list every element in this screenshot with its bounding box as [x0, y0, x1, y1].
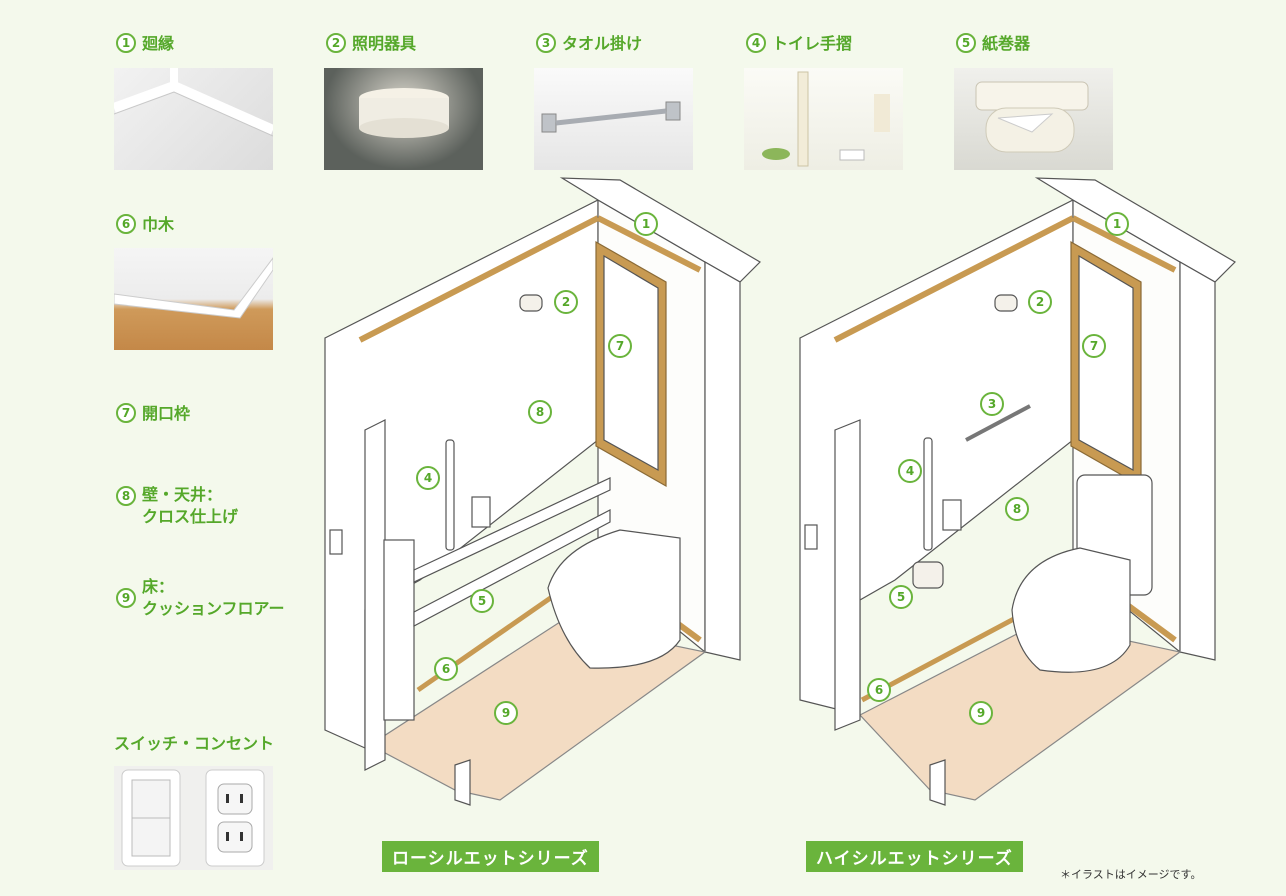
callouts-low: 1 2 7 8 4 5 6 9 — [416, 212, 658, 725]
svg-text:1: 1 — [1113, 217, 1121, 231]
label-paper-holder: 5 紙巻器 — [956, 33, 1030, 55]
label-floor: 9 床：クッションフロアー — [116, 576, 285, 620]
photo-switch-outlet — [114, 766, 273, 870]
svg-text:3: 3 — [988, 397, 996, 411]
series-low-label: ローシルエットシリーズ — [382, 841, 599, 872]
svg-text:6: 6 — [442, 662, 450, 676]
svg-text:9: 9 — [977, 706, 985, 720]
number-badge: 5 — [956, 33, 976, 53]
svg-text:8: 8 — [536, 405, 544, 419]
label-lighting: 2 照明器具 — [326, 33, 416, 55]
photo-handrail — [744, 68, 903, 170]
svg-text:6: 6 — [875, 683, 883, 697]
photo-mawaribuchi — [114, 68, 273, 170]
svg-text:5: 5 — [478, 594, 486, 608]
number-badge: 4 — [746, 33, 766, 53]
svg-text:4: 4 — [424, 471, 432, 485]
callouts-high: 1 2 7 3 4 8 5 6 9 — [867, 212, 1129, 725]
svg-text:4: 4 — [906, 464, 914, 478]
number-badge: 2 — [326, 33, 346, 53]
illustration-note: ＊イラストはイメージです。 — [1060, 868, 1202, 881]
label-handrail: 4 トイレ手摺 — [746, 33, 852, 55]
photo-paper-holder — [954, 68, 1113, 170]
label-switch-outlet: スイッチ・コンセント — [114, 734, 275, 753]
photo-towel-bar — [534, 68, 693, 170]
svg-text:5: 5 — [897, 590, 905, 604]
label-mawaribuchi: 1 廻縁 — [116, 33, 174, 55]
number-badge: 1 — [116, 33, 136, 53]
photo-lighting — [324, 68, 483, 170]
label-towel-bar: 3 タオル掛け — [536, 33, 642, 55]
number-badge: 6 — [116, 214, 136, 234]
svg-text:7: 7 — [616, 339, 624, 353]
svg-text:7: 7 — [1090, 339, 1098, 353]
low-room — [324, 177, 761, 806]
svg-text:9: 9 — [502, 706, 510, 720]
svg-text:1: 1 — [642, 217, 650, 231]
number-badge: 7 — [116, 403, 136, 423]
series-high-label: ハイシルエットシリーズ — [806, 841, 1023, 872]
label-habaki: 6 巾木 — [116, 214, 174, 236]
number-badge: 9 — [116, 588, 136, 608]
number-badge: 3 — [536, 33, 556, 53]
photo-habaki — [114, 248, 273, 350]
svg-text:2: 2 — [1036, 295, 1044, 309]
label-opening-frame: 7 開口枠 — [116, 403, 190, 425]
number-badge: 8 — [116, 486, 136, 506]
svg-text:2: 2 — [562, 295, 570, 309]
svg-text:8: 8 — [1013, 502, 1021, 516]
high-room — [799, 177, 1236, 806]
label-wall-ceiling: 8 壁・天井：クロス仕上げ — [116, 484, 238, 528]
